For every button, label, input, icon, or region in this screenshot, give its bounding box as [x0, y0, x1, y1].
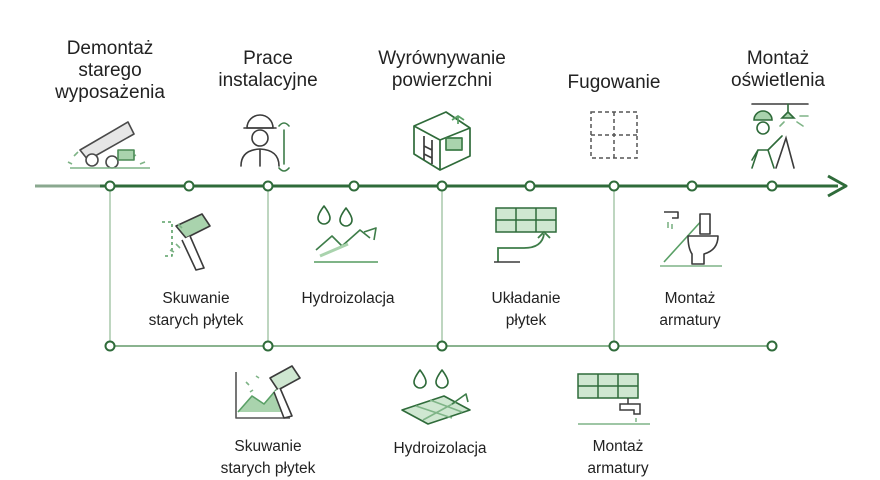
- secondary-dot: [608, 340, 620, 352]
- tile-laying-icon: [494, 207, 557, 263]
- timeline-arrowhead: [827, 174, 848, 198]
- secondary-dots: [104, 340, 778, 352]
- step-label-wyrownywanie: Wyrównywanie powierzchni: [378, 48, 506, 91]
- timeline-dot: [348, 180, 360, 192]
- timeline-dots: [104, 180, 778, 192]
- tiles-faucet-icon: [577, 373, 650, 425]
- worker-lamp-icon: [751, 103, 809, 169]
- connectors: [109, 186, 615, 346]
- step-label-demontaz: Demontaż starego wyposażenia: [55, 38, 165, 103]
- step-label-skuwanie-bottom: Skuwanie starych płytek: [220, 438, 316, 477]
- step-label-montaz-armatury-bottom: Montaż armatury: [587, 438, 649, 477]
- step-label-ukladanie-plytek: Układanie płytek: [491, 290, 561, 329]
- timeline-dot: [183, 180, 195, 192]
- step-label-montaz-oswietlenia: Montaż oświetlenia: [731, 48, 825, 91]
- secondary-dot: [766, 340, 778, 352]
- hammer-icon: [162, 213, 211, 271]
- secondary-dot: [104, 340, 116, 352]
- step-label-skuwanie: Skuwanie starych płytek: [148, 290, 244, 329]
- timeline-dot: [262, 180, 274, 192]
- secondary-dot: [436, 340, 448, 352]
- timeline-dot: [104, 180, 116, 192]
- water-drops-icon: [314, 205, 378, 263]
- leveling-box-icon: [413, 111, 471, 171]
- timeline-dot: [766, 180, 778, 192]
- step-label-hydroizolacja: Hydroizolacja: [301, 290, 395, 307]
- step-label-montaz-armatury: Montaż armatury: [659, 290, 721, 329]
- step-label-fugowanie: Fugowanie: [567, 72, 661, 93]
- timeline-dot: [686, 180, 698, 192]
- step-label-hydroizolacja-bottom: Hydroizolacja: [393, 440, 487, 457]
- secondary-dot: [262, 340, 274, 352]
- faucet-toilet-icon: [660, 211, 722, 267]
- timeline-dot: [436, 180, 448, 192]
- grout-grid-icon: [590, 111, 638, 159]
- worker-wrench-icon: [240, 114, 290, 172]
- water-drops-floor-icon: [401, 369, 471, 425]
- hammer-debris-icon: [235, 365, 301, 419]
- timeline-dot: [524, 180, 536, 192]
- step-label-prace-instalacyjne: Prace instalacyjne: [218, 48, 318, 91]
- demolition-excavator-icon: [67, 121, 150, 169]
- timeline-dot: [608, 180, 620, 192]
